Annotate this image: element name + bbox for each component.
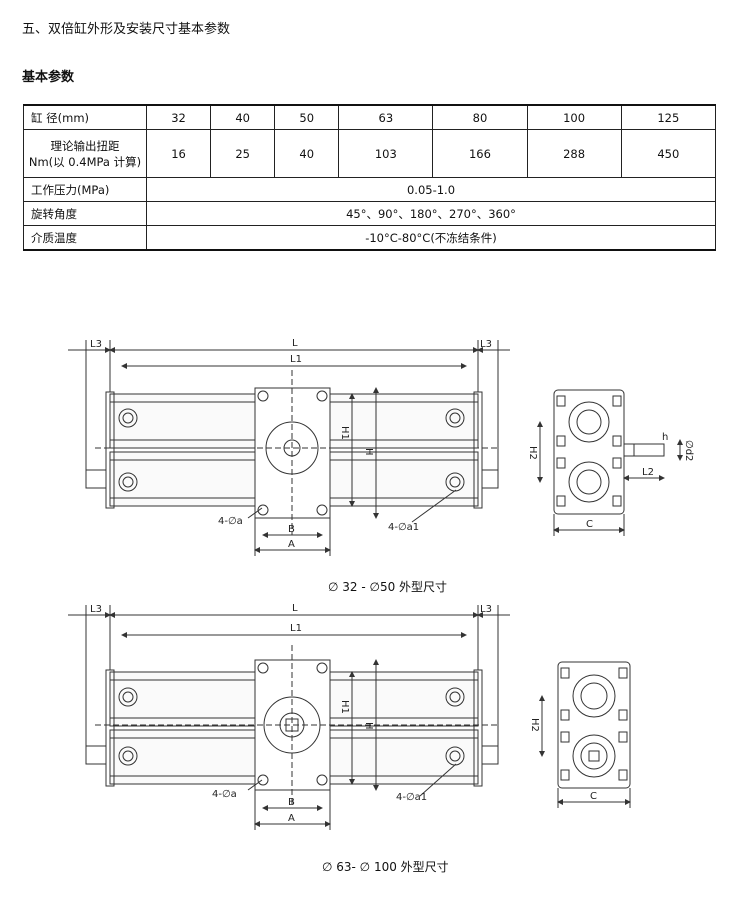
dim-l1: L1 <box>290 623 302 634</box>
dim-hole-a1: 4-∅a1 <box>388 522 419 533</box>
dim-hole-a1: 4-∅a1 <box>396 792 427 803</box>
dim-hole-a: 4-∅a <box>212 789 237 800</box>
dim-l3-right: L3 <box>480 604 492 615</box>
bore-label: 缸 径(mm) <box>23 104 147 130</box>
table-row-temperature: 介质温度 -10°C-80°C(不冻结条件) <box>23 225 716 251</box>
dim-l: L <box>292 338 298 349</box>
torque-cell: 25 <box>210 129 276 178</box>
dim-h1: H1 <box>339 700 350 714</box>
dim-l2: L2 <box>642 467 654 478</box>
dim-l3-left: L3 <box>90 604 102 615</box>
dim-c: C <box>586 519 593 530</box>
torque-label-line2: Nm(以 0.4MPa 计算) <box>28 154 142 169</box>
table-row-torque: 理论输出扭距 Nm(以 0.4MPa 计算) 16 25 40 103 166 … <box>23 129 717 178</box>
table-row-angle: 旋转角度 45°、90°、180°、270°、360° <box>23 201 716 226</box>
dim-d2: ∅d2 <box>683 440 694 461</box>
dim-h-shaft: h <box>662 432 668 443</box>
dim-c: C <box>590 791 597 802</box>
bore-cell: 63 <box>338 104 434 130</box>
torque-cell: 450 <box>620 129 717 178</box>
drawing2-side-labels: H2 C <box>529 718 597 802</box>
dim-b: B <box>288 797 295 808</box>
dim-h: H <box>363 722 374 730</box>
dim-h1: H1 <box>339 426 350 440</box>
bore-cell: 125 <box>620 104 717 130</box>
torque-label: 理论输出扭距 Nm(以 0.4MPa 计算) <box>23 129 147 178</box>
drawing1-side-labels: H2 C ∅d2 L2 h <box>527 432 694 530</box>
torque-label-line1: 理论输出扭距 <box>50 138 120 153</box>
bore-cell: 50 <box>274 104 340 130</box>
bore-cell: 40 <box>210 104 276 130</box>
dim-h2: H2 <box>527 446 538 460</box>
table-row-bore: 缸 径(mm) 32 40 50 63 80 100 125 <box>23 104 717 130</box>
angle-label: 旋转角度 <box>23 201 147 226</box>
section-title: 五、双倍缸外形及安装尺寸基本参数 <box>22 22 231 37</box>
torque-cell: 103 <box>338 129 434 178</box>
dim-l3-left: L3 <box>90 339 102 350</box>
torque-cell: 288 <box>526 129 622 178</box>
torque-cell: 40 <box>274 129 340 178</box>
dim-l: L <box>292 603 298 614</box>
drawing2-caption: ∅ 63- ∅ 100 外型尺寸 <box>322 860 449 874</box>
dim-b: B <box>288 524 295 535</box>
temperature-label: 介质温度 <box>23 225 147 251</box>
dim-l1: L1 <box>290 354 302 365</box>
temperature-value: -10°C-80°C(不冻结条件) <box>146 225 716 251</box>
drawing2-side-view <box>539 661 631 808</box>
dim-a: A <box>288 813 295 824</box>
drawing1-caption: ∅ 32 - ∅50 外型尺寸 <box>328 580 448 594</box>
parameter-table: 缸 径(mm) 32 40 50 63 80 100 125 理论输出扭距 Nm… <box>23 104 717 251</box>
sub-title: 基本参数 <box>22 70 75 85</box>
drawing2-labels: L3 L3 L L1 H1 H B A 4-∅a 4-∅a1 <box>90 603 492 824</box>
dim-hole-a: 4-∅a <box>218 516 243 527</box>
dim-a: A <box>288 539 295 550</box>
drawing1-labels: L3 L3 L L1 H1 H B A 4-∅a 4-∅a1 <box>90 338 492 550</box>
dim-h: H <box>363 448 374 456</box>
table-row-pressure: 工作压力(MPa) 0.05-1.0 <box>23 177 716 202</box>
drawing2-front-view <box>68 605 510 830</box>
drawing1-front-view <box>68 340 510 556</box>
dim-h2: H2 <box>529 718 540 732</box>
angle-value: 45°、90°、180°、270°、360° <box>146 201 716 226</box>
pressure-label: 工作压力(MPa) <box>23 177 147 202</box>
pressure-value: 0.05-1.0 <box>146 177 716 202</box>
drawing1-side-view <box>537 389 683 536</box>
bore-cell: 80 <box>432 104 528 130</box>
dim-l3-right: L3 <box>480 339 492 350</box>
bore-cell: 100 <box>526 104 622 130</box>
